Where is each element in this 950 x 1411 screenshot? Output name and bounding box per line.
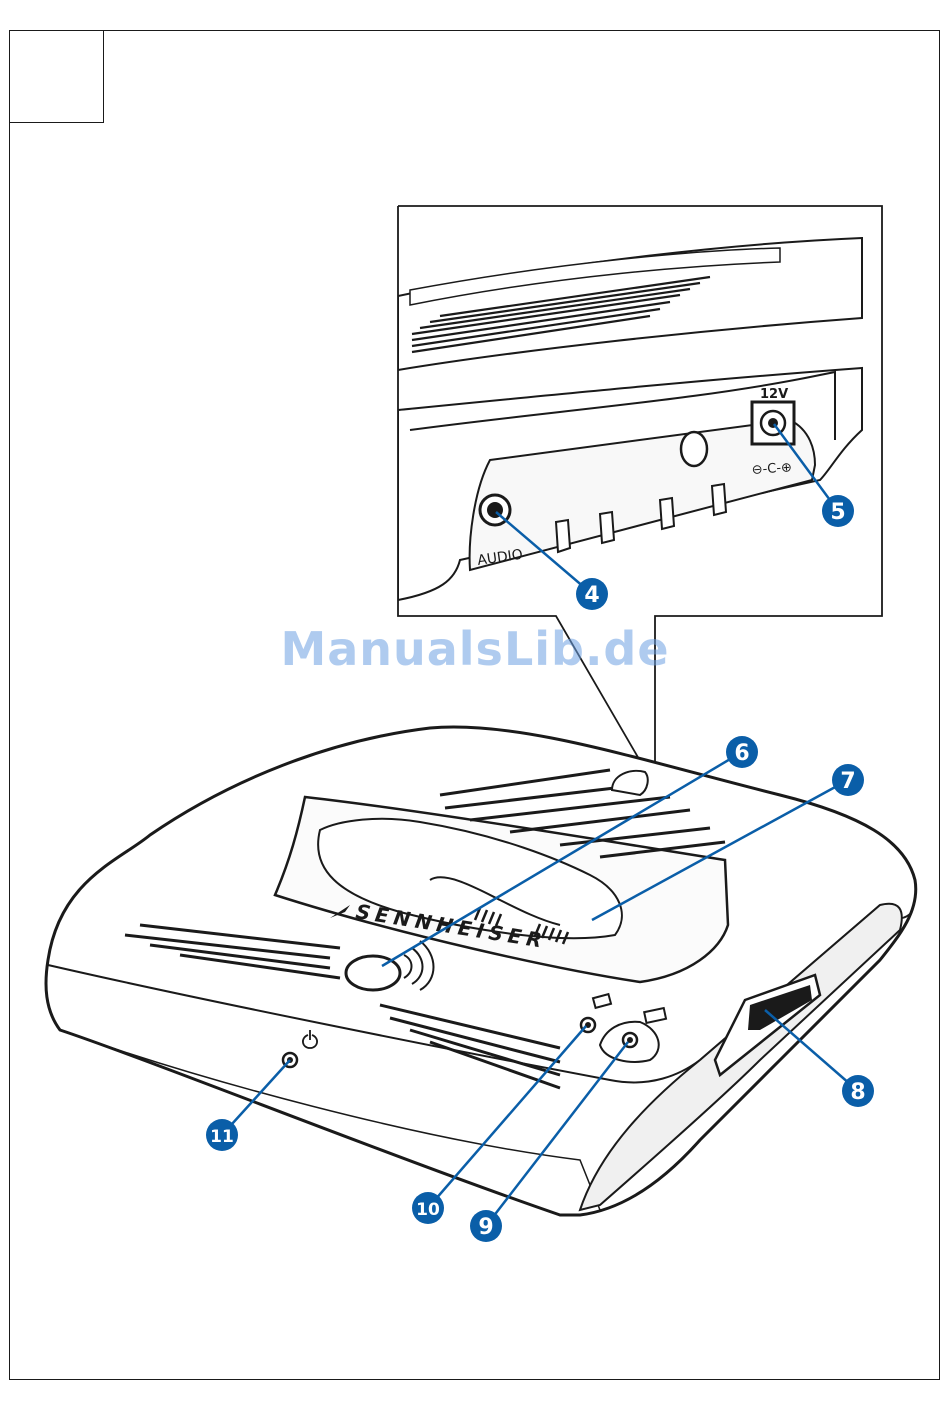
callout-9: 9 <box>470 1210 502 1242</box>
svg-text:8: 8 <box>850 1080 865 1105</box>
svg-text:5: 5 <box>830 500 845 525</box>
voltage-label: 12V <box>760 387 788 402</box>
svg-text:6: 6 <box>734 741 749 766</box>
svg-text:11: 11 <box>210 1127 234 1147</box>
rear-panel-detail-inset: AUDIO 12V ⊖-C-⊕ <box>398 206 882 780</box>
callout-10: 10 <box>412 1192 444 1224</box>
callout-6: 6 <box>726 736 758 768</box>
svg-text:10: 10 <box>416 1200 440 1220</box>
svg-text:9: 9 <box>478 1215 493 1240</box>
transmitter-base: SENNHEISER <box>46 727 916 1215</box>
callout-5: 5 <box>822 495 854 527</box>
dc-power-socket <box>752 402 794 444</box>
svg-text:4: 4 <box>584 583 599 608</box>
polarity-label: ⊖-C-⊕ <box>751 460 792 478</box>
svg-text:7: 7 <box>840 769 855 794</box>
device-body <box>46 727 916 1215</box>
callout-8: 8 <box>842 1075 874 1107</box>
callout-4: 4 <box>576 578 608 610</box>
callout-11: 11 <box>206 1119 238 1151</box>
callout-7: 7 <box>832 764 864 796</box>
